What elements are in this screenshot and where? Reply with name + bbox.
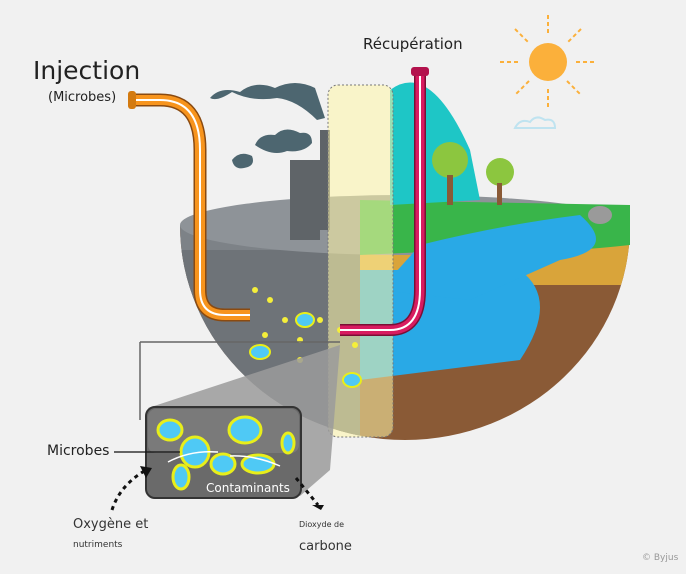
credit-text: © Byjus	[642, 553, 679, 563]
injection-label: Injection	[33, 56, 141, 85]
injection-sub-label: (Microbes)	[48, 90, 117, 105]
sun-icon	[500, 15, 596, 109]
oxygen-arrow	[110, 468, 147, 511]
contaminants-label: Contaminants	[206, 481, 290, 495]
oxygen-label-line1: Oxygène et	[73, 517, 149, 532]
cloud-icon	[513, 116, 557, 129]
smoke-cloud	[232, 153, 253, 169]
co2-label-line1: Dioxyde de	[299, 520, 345, 529]
contaminant-zoom-box	[145, 406, 302, 499]
treatment-zone	[327, 84, 394, 438]
co2-label-line2: carbone	[299, 539, 352, 554]
smoke-cloud	[210, 83, 325, 120]
oxygen-label-line2: nutriments	[73, 540, 123, 550]
smoke-cloud	[255, 129, 312, 153]
co2-arrow	[294, 477, 320, 506]
microbes-label: Microbes	[47, 443, 110, 459]
rabbit-icon	[588, 206, 612, 224]
recovery-label: Récupération	[363, 35, 463, 53]
